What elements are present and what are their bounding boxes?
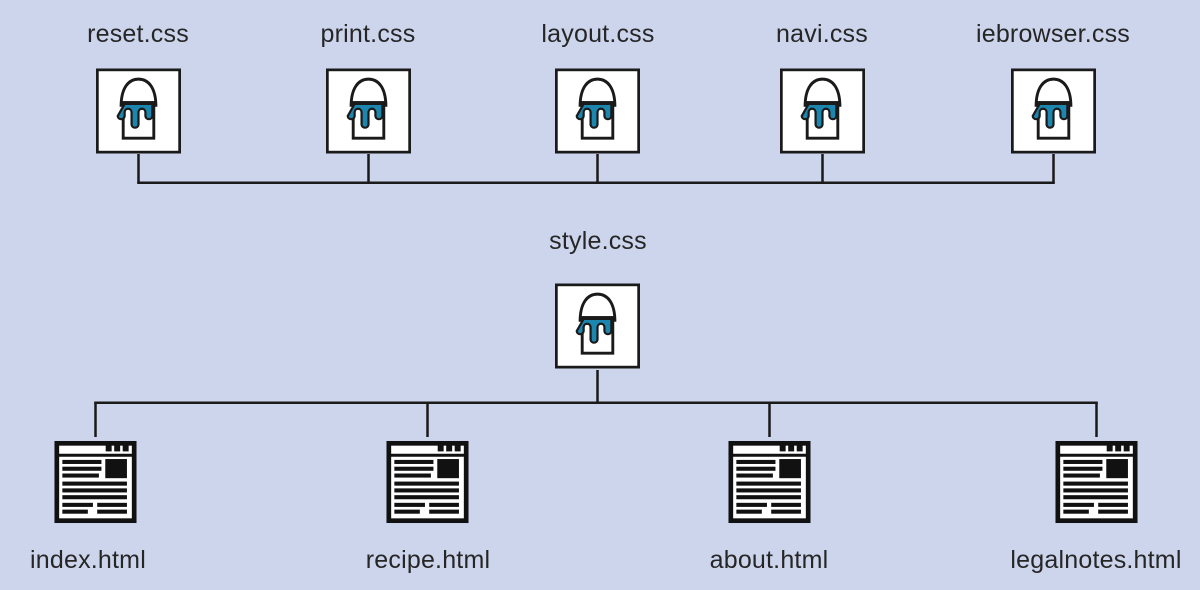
browser-page-icon [1054,436,1139,528]
css-file-label-layout: layout.css [541,20,655,48]
css-file-label-reset: reset.css [87,20,189,48]
html-file-label-legalnotes: legalnotes.html [1010,546,1182,574]
paint-bucket-icon [1011,66,1096,156]
paint-bucket-icon [326,66,411,156]
browser-page-icon [727,436,812,528]
paint-bucket-icon [555,280,640,372]
css-file-label-print: print.css [320,20,416,48]
html-file-label-about: about.html [709,546,829,574]
paint-bucket-icon [780,66,865,156]
html-file-label-recipe: recipe.html [365,546,491,574]
browser-page-icon [385,436,470,528]
paint-bucket-icon [555,66,640,156]
css-file-label-navi: navi.css [776,20,868,48]
browser-page-icon [53,436,138,528]
paint-bucket-icon [96,66,181,156]
html-file-label-index: index.html [30,546,146,574]
css-file-label-style: style.css [549,227,647,255]
css-file-label-iebrowser: iebrowser.css [975,20,1131,48]
